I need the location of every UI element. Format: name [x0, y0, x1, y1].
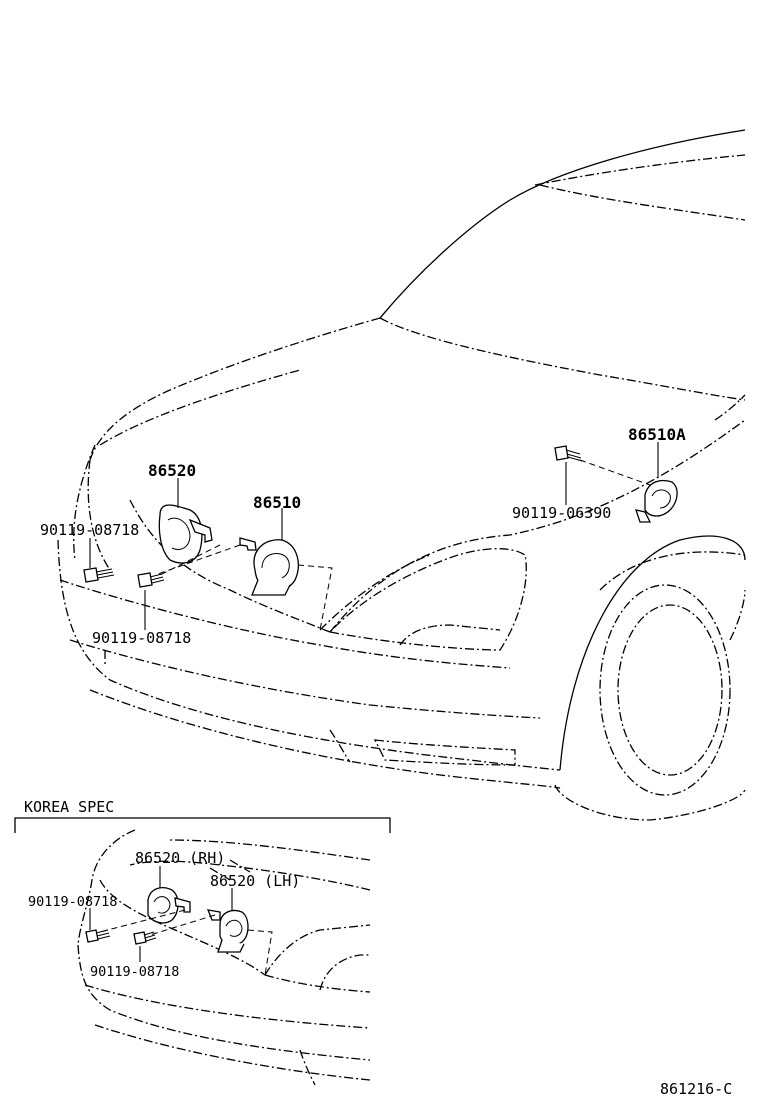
- label-korea-bolt-upper: 90119-08718: [28, 894, 117, 910]
- label-bolt-left-lower: 90119-08718: [92, 629, 191, 647]
- label-korea-bolt-lower: 90119-08718: [90, 964, 179, 980]
- label-bolt-left-upper: 90119-08718: [40, 521, 139, 539]
- label-korea-86520-rh: 86520 (RH): [135, 849, 225, 867]
- bolt-left-lower: [137, 572, 165, 588]
- korea-spec-heading: KOREA SPEC: [24, 798, 114, 816]
- diagram-code: 861216-C: [660, 1080, 732, 1098]
- horn-86520: [158, 504, 221, 576]
- label-bolt-right: 90119-06390: [512, 504, 611, 522]
- label-86510: 86510: [253, 493, 301, 512]
- bolt-left-upper: [83, 567, 115, 583]
- car-body-outline: [57, 129, 746, 821]
- horn-86510a: [579, 459, 678, 523]
- leader-lines: [89, 442, 659, 630]
- label-86510a: 86510A: [628, 425, 686, 444]
- horn-86510: [154, 537, 333, 631]
- bolt-right: [554, 445, 583, 462]
- korea-spec-inset: [14, 817, 391, 1086]
- label-86520: 86520: [148, 461, 196, 480]
- label-korea-86520-lh: 86520 (LH): [210, 872, 300, 890]
